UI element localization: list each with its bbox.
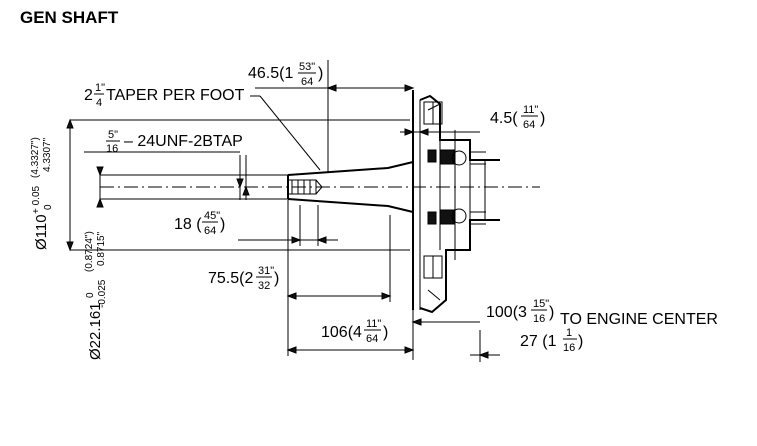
dim-75-den: 32 — [258, 280, 270, 292]
tap-label: 5" 16 – 24UNF-2BTAP — [106, 129, 243, 155]
taper-label: 2 1" 4 TAPER PER FOOT — [84, 82, 245, 109]
dim-100-close: ) — [549, 304, 554, 321]
dia-22-in-bot: 0.8715" — [96, 231, 107, 266]
upper-bolt — [423, 101, 486, 166]
tapered-shaft — [287, 161, 414, 213]
dia-110-in-top: (4.3327") — [30, 137, 41, 178]
engine-flange — [412, 90, 500, 314]
dim-106-main: 106(4 — [321, 324, 362, 341]
dim-46-den: 64 — [301, 76, 313, 88]
lower-bolt — [423, 208, 486, 279]
dia-22-tol-zero: 0 — [85, 292, 96, 298]
tap-den: 16 — [106, 143, 118, 155]
dim-18-den: 64 — [204, 225, 216, 237]
dim-75-close: ) — [274, 270, 279, 287]
page-title: GEN SHAFT — [20, 8, 119, 27]
dim-4-5-label: 4.5( 11" 64 ) — [490, 104, 545, 131]
dim-27-close: ) — [578, 333, 583, 350]
seal-marks — [427, 149, 437, 225]
taper-den: 4 — [96, 97, 102, 109]
dia-22-main: Ø22.161 — [87, 302, 104, 360]
dim-27-label: 27 (1 1 16 ) — [520, 327, 583, 354]
dim-18-num: 45" — [204, 210, 220, 222]
dim-100-main: 100(3 — [486, 304, 527, 321]
dim-106-num: 11" — [366, 318, 381, 330]
dim-100-num: 15" — [533, 298, 549, 310]
dim-75-num: 31" — [258, 265, 274, 277]
tap-text: – 24UNF-2BTAP — [124, 133, 243, 150]
dim-27-main: 27 (1 — [520, 333, 557, 350]
arrowheads — [66, 84, 489, 359]
dim-75-main: 75.5(2 — [208, 270, 253, 287]
dim-18-label: 18 ( 45" 64 ) — [174, 210, 225, 237]
dim-106-den: 64 — [366, 333, 378, 345]
dim-75-5-label: 75.5(2 31" 32 ) — [208, 265, 279, 292]
tap-num: 5" — [108, 129, 118, 141]
dim-45-close: ) — [540, 110, 545, 127]
dim-46-5-label: 46.5(1 53" 64 ) — [248, 61, 323, 88]
dim-46-close: ) — [318, 65, 323, 82]
taper-num: 1" — [95, 82, 105, 94]
dim-45-main: 4.5( — [490, 110, 518, 127]
dimension-lines — [69, 60, 500, 362]
dia-22-in-top: (0.8724") — [84, 231, 95, 272]
dim-18-close: ) — [220, 216, 225, 233]
dim-100-label: 100(3 15" 16 ) TO ENGINE CENTER — [486, 298, 718, 328]
dim-46-main: 46.5(1 — [248, 65, 293, 82]
dim-27-den: 16 — [563, 342, 575, 354]
to-engine-center: TO ENGINE CENTER — [560, 311, 718, 328]
dim-106-close: ) — [383, 324, 388, 341]
dia-110-tol-plus: + 0.05 — [31, 185, 42, 214]
dia-110-main: Ø110 — [33, 214, 50, 250]
dia-110-in-bot: 4.3307" — [42, 137, 53, 172]
dim-45-den: 64 — [523, 119, 535, 131]
taper-text: TAPER PER FOOT — [106, 87, 245, 104]
taper-whole: 2 — [84, 87, 93, 104]
dia-22-tol-minus: -0.025 — [97, 279, 108, 308]
dim-45-num: 11" — [523, 104, 538, 116]
dim-106-label: 106(4 11" 64 ) — [321, 318, 388, 345]
dia-22-label: Ø22.161 0 -0.025 (0.8724") 0.8715" — [84, 231, 108, 360]
dia-110-tol-zero: 0 — [43, 204, 54, 210]
dim-46-num: 53" — [299, 61, 315, 73]
dia-110-label: Ø110 + 0.05 0 (4.3327") 4.3307" — [30, 137, 54, 250]
dim-100-den: 16 — [533, 313, 545, 325]
dim-27-num: 1 — [566, 327, 572, 339]
dim-18-main: 18 ( — [174, 216, 202, 233]
